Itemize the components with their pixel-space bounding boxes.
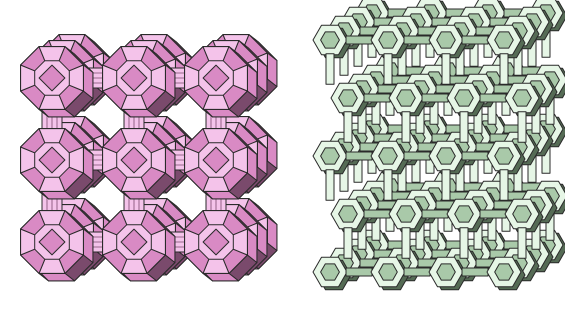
green-link	[344, 112, 352, 142]
green-link	[364, 94, 390, 102]
green-link	[480, 210, 506, 218]
green-link	[462, 36, 488, 44]
green-link	[326, 170, 334, 200]
green-link	[500, 54, 508, 84]
green-link	[402, 112, 410, 142]
green-link	[480, 94, 506, 102]
green-link	[326, 54, 334, 84]
green-link	[462, 152, 488, 160]
green-link	[518, 112, 526, 142]
pink-framework-drawing	[0, 0, 290, 320]
green-link	[460, 228, 468, 258]
green-link	[364, 210, 390, 218]
green-link	[346, 268, 372, 276]
green-link	[404, 152, 430, 160]
pink-zeolite-framework	[0, 0, 290, 320]
green-link	[518, 228, 526, 258]
green-link	[344, 228, 352, 258]
green-framework-cages	[313, 0, 565, 290]
green-link	[404, 36, 430, 44]
green-link	[422, 210, 448, 218]
green-link	[402, 228, 410, 258]
green-link	[442, 54, 450, 84]
green-link	[462, 268, 488, 276]
pink-framework-cages	[21, 35, 277, 281]
green-link	[346, 152, 372, 160]
green-link	[442, 170, 450, 200]
green-link	[422, 94, 448, 102]
green-link	[346, 36, 372, 44]
green-link	[460, 112, 468, 142]
green-link	[404, 268, 430, 276]
green-link	[384, 54, 392, 84]
green-link	[384, 170, 392, 200]
green-framework-drawing	[290, 0, 565, 320]
green-zeolite-framework	[290, 0, 565, 320]
green-link	[500, 170, 508, 200]
